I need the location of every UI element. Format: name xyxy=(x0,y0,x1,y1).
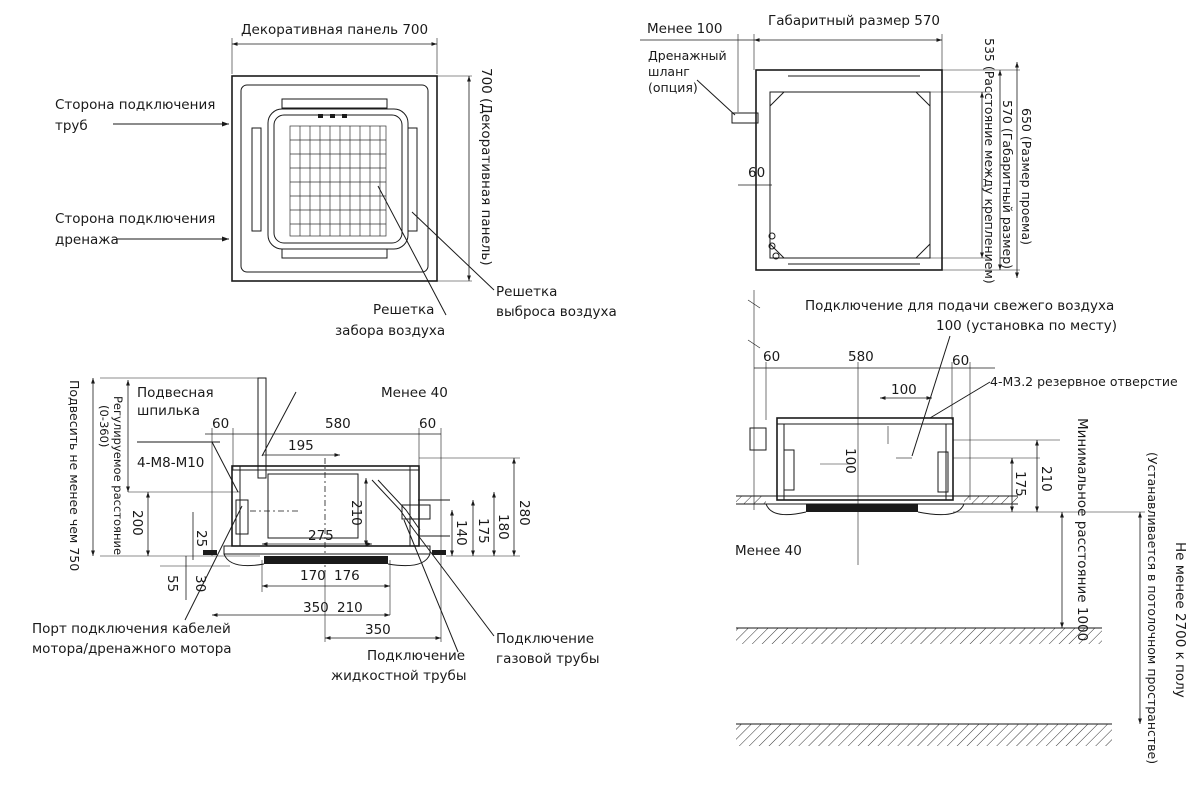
drain-hose-label-2: шланг xyxy=(648,64,690,79)
drain-hose-label-3: (опция) xyxy=(648,80,698,95)
dim-580-label: 580 xyxy=(325,416,351,432)
dim-175-label: 175 xyxy=(475,518,491,544)
drain-hose-label-1: Дренажный xyxy=(648,48,727,63)
less-100-label: Менее 100 xyxy=(647,21,722,37)
dim-60b-label: 60 xyxy=(419,416,436,432)
drain-side-label-1: Сторона подключения xyxy=(55,211,215,227)
reserve-hole-label: 4-M3.2 резервное отверстие xyxy=(990,374,1178,389)
dim-60a-label: 60 xyxy=(212,416,229,432)
floor-2700-label-2: (Устанавливается в потолочном пространст… xyxy=(1145,452,1160,764)
dim-140-label: 140 xyxy=(453,520,469,546)
intake-grille-label-1: Решетка xyxy=(373,302,434,318)
fresh-air-label-2: 100 (установка по месту) xyxy=(936,318,1117,334)
outlet-grille-label-2: выброса воздуха xyxy=(496,304,617,320)
dim-30-label: 30 xyxy=(192,575,208,592)
outlet-grille-label-1: Решетка xyxy=(496,284,557,300)
floor-2700-label-1: Не менее 2700 к полу xyxy=(1172,542,1188,698)
dim-535-label: 535 (Расстояние между креплением) xyxy=(982,38,997,284)
dim-275-label: 275 xyxy=(308,528,334,544)
liquid-pipe-label-1: Подключение xyxy=(367,648,465,664)
overall-570-label: Габаритный размер 570 xyxy=(768,13,940,29)
less-40-label-r: Менее 40 xyxy=(735,543,802,559)
dim-210-label-r: 210 xyxy=(1038,466,1054,492)
installation-view: Подключение для подачи свежего воздуха 1… xyxy=(735,290,1188,764)
liquid-pipe-label-2: жидкостной трубы xyxy=(331,668,467,684)
dim-100h-label: 100 xyxy=(891,382,917,398)
dim-200-label: 200 xyxy=(129,510,145,536)
hang-750-label: Подвесить не менее чем 750 xyxy=(67,380,82,571)
panel-width-label: Декоративная панель 700 xyxy=(241,22,428,38)
dim-210h-label: 210 xyxy=(337,600,363,616)
panel-height-label: 700 (Декоративная панель) xyxy=(478,68,494,266)
dim-55-label: 55 xyxy=(164,575,180,592)
hanger-label-1: Подвесная xyxy=(137,385,214,401)
dim-180-label: 180 xyxy=(495,514,511,540)
gas-pipe-label-2: газовой трубы xyxy=(496,651,600,667)
less-40-label: Менее 40 xyxy=(381,385,448,401)
dim-280-label: 280 xyxy=(516,500,532,526)
fresh-air-label-1: Подключение для подачи свежего воздуха xyxy=(805,298,1114,314)
dim-176-label: 176 xyxy=(334,568,360,584)
adjustable-label-1: Регулируемое расстояние xyxy=(111,396,125,555)
dim-350a-label: 350 xyxy=(303,600,329,616)
intake-grille xyxy=(289,125,387,237)
dim-60a-label-r: 60 xyxy=(763,349,780,365)
panel-top-view: Декоративная панель 700 xyxy=(55,22,617,339)
min-1000-label: Минимальное расстояние 1000 xyxy=(1074,418,1090,641)
dim-195-label: 195 xyxy=(288,438,314,454)
bolt-label: 4-M8-M10 xyxy=(137,455,204,471)
dim-580-label-r: 580 xyxy=(848,349,874,365)
adjustable-label-2: (0-360) xyxy=(97,405,111,447)
dim-25-label: 25 xyxy=(193,530,209,547)
hanger-label-2: шпилька xyxy=(137,403,200,419)
dim-650-label: 650 (Размер проема) xyxy=(1019,108,1034,245)
gas-pipe-label-1: Подключение xyxy=(496,631,594,647)
dim-170-label: 170 xyxy=(300,568,326,584)
drain-side-label-2: дренажа xyxy=(55,232,119,248)
intake-grille-label-2: забора воздуха xyxy=(335,323,445,339)
dim-60b-label-r: 60 xyxy=(952,353,969,369)
port-label-2: мотора/дренажного мотора xyxy=(32,641,232,657)
dim-350b-label: 350 xyxy=(365,622,391,638)
dim-100v-label: 100 xyxy=(842,448,858,474)
unit-top-view: Менее 100 Габаритный размер 570 Дренажны… xyxy=(640,13,1034,284)
dim-210v-label: 210 xyxy=(348,500,364,526)
port-label-1: Порт подключения кабелей xyxy=(32,621,231,637)
unit-side-view: Подвесная шпилька Менее 40 Подвесить не … xyxy=(32,377,600,684)
dim-60-label: 60 xyxy=(748,165,765,181)
pipe-side-label-2: труб xyxy=(55,118,88,134)
pipe-side-label-1: Сторона подключения xyxy=(55,97,215,113)
dim-570-label: 570 (Габаритный размер) xyxy=(1000,100,1015,269)
dim-175-label-r: 175 xyxy=(1012,471,1028,497)
